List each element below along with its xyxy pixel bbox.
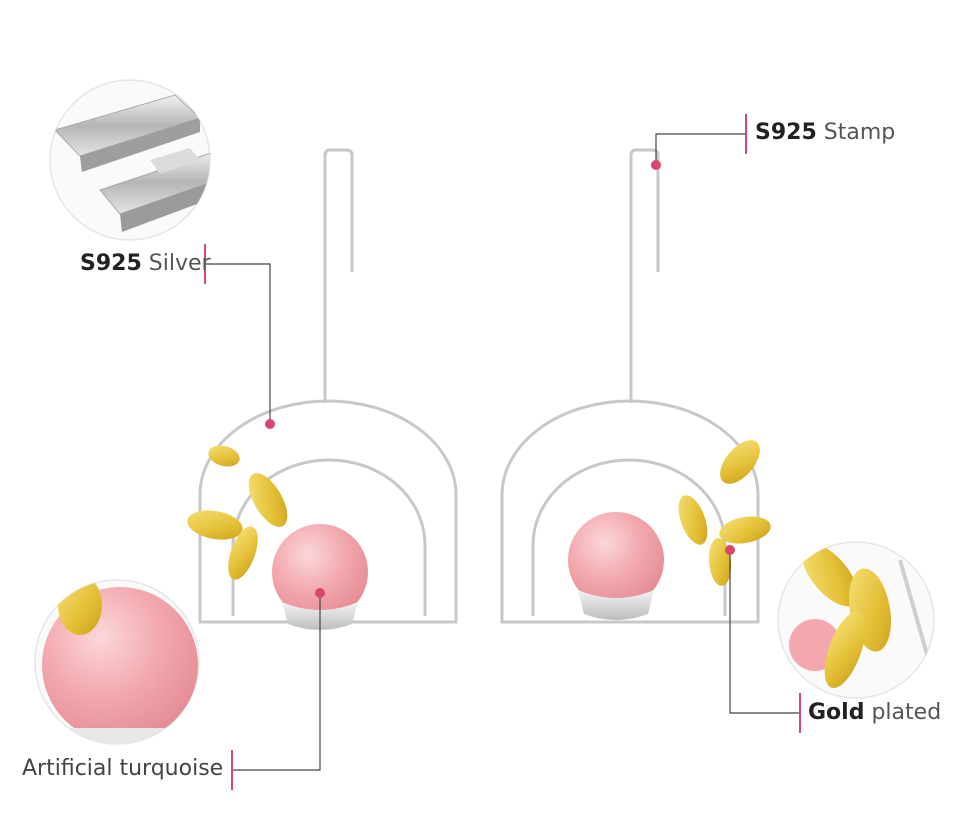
dot-silver	[265, 419, 275, 429]
label-gold-bold: Gold	[808, 700, 865, 725]
leader-silver	[205, 263, 271, 424]
leader-gold	[729, 550, 800, 714]
label-gold-plated: Gold plated	[808, 702, 941, 724]
label-silver-bold: S925	[80, 251, 142, 276]
label-gold-light: plated	[871, 700, 942, 725]
label-stamp-light: Stamp	[823, 120, 896, 145]
dot-turquoise	[315, 588, 325, 598]
leader-lines	[204, 114, 801, 790]
silver-bars-inset	[49, 79, 211, 241]
label-s925-stamp: S925 Stamp	[755, 122, 895, 144]
leader-turquoise	[232, 593, 321, 771]
label-artificial-turquoise: Artificial turquoise	[22, 756, 224, 781]
leader-stamp	[655, 133, 746, 165]
label-stamp-bold: S925	[755, 120, 817, 145]
dot-gold	[725, 545, 735, 555]
pointer-dots	[265, 160, 735, 598]
bead-closeup-inset	[34, 579, 200, 745]
dot-stamp	[651, 160, 661, 170]
left-earring	[187, 148, 458, 630]
label-s925-silver: S925 Silver	[80, 253, 211, 275]
label-silver-light: Silver	[148, 251, 211, 276]
right-earring	[500, 148, 771, 624]
gold-leaf-inset	[777, 541, 935, 699]
